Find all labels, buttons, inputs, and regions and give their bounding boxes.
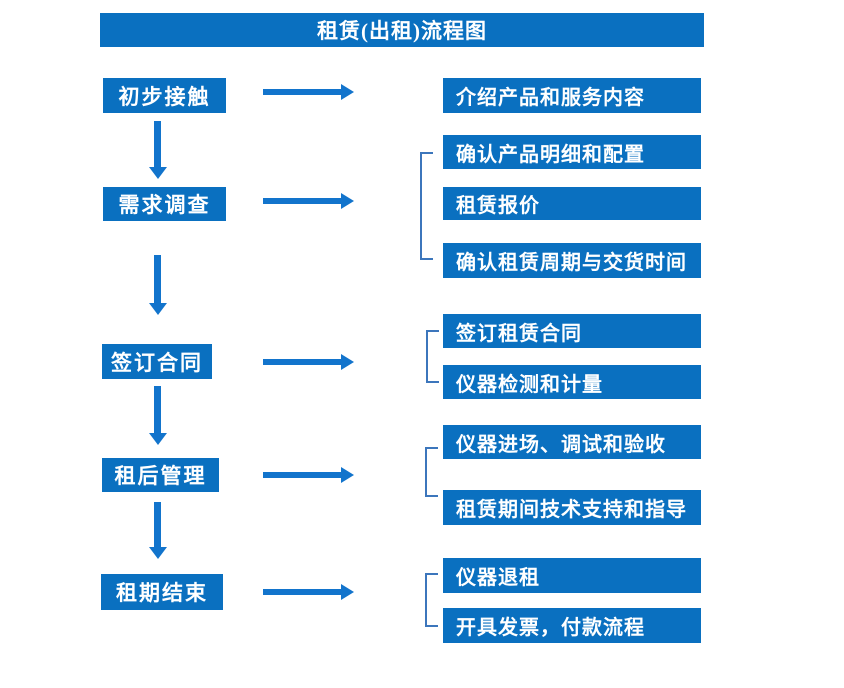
detail-box-instrument-return: 仪器退租 — [443, 558, 701, 593]
stage-box-contract-signing: 签订合同 — [102, 344, 212, 379]
detail-box-intro-products: 介绍产品和服务内容 — [443, 78, 701, 113]
title-bar: 租赁(出租)流程图 — [100, 13, 704, 47]
detail-box-confirm-product-details: 确认产品明细和配置 — [443, 135, 701, 169]
detail-box-invoice-payment: 开具发票，付款流程 — [443, 608, 701, 643]
page-title: 租赁(出租)流程图 — [317, 19, 487, 43]
stage-box-initial-contact: 初步接触 — [103, 78, 226, 113]
bracket-demand-survey-details — [420, 152, 433, 260]
arrow-right-demand-survey — [263, 198, 341, 204]
bracket-lease-end-details — [425, 573, 438, 627]
detail-box-instrument-setup-acceptance: 仪器进场、调试和验收 — [443, 425, 701, 459]
detail-box-sign-rental-contract: 签订租赁合同 — [443, 314, 701, 348]
arrow-right-post-rental-management — [263, 472, 341, 478]
stage-box-demand-survey: 需求调查 — [103, 187, 226, 221]
detail-box-confirm-period-delivery: 确认租赁周期与交货时间 — [443, 243, 701, 278]
arrow-down-management-to-end — [154, 502, 161, 547]
detail-box-tech-support: 租赁期间技术支持和指导 — [443, 490, 701, 525]
detail-box-rental-quote: 租赁报价 — [443, 187, 701, 220]
stage-box-lease-end: 租期结束 — [101, 574, 223, 610]
arrow-right-initial-contact — [263, 89, 341, 95]
arrow-down-initial-to-survey — [154, 121, 161, 167]
arrow-down-contract-to-management — [154, 386, 161, 433]
detail-box-instrument-testing: 仪器检测和计量 — [443, 365, 701, 399]
bracket-management-details — [425, 447, 438, 497]
stage-box-post-rental-management: 租后管理 — [102, 458, 219, 492]
arrow-down-survey-to-contract — [154, 255, 161, 303]
bracket-contract-details — [426, 330, 439, 383]
arrow-right-lease-end — [263, 589, 341, 595]
arrow-right-contract-signing — [263, 359, 341, 365]
